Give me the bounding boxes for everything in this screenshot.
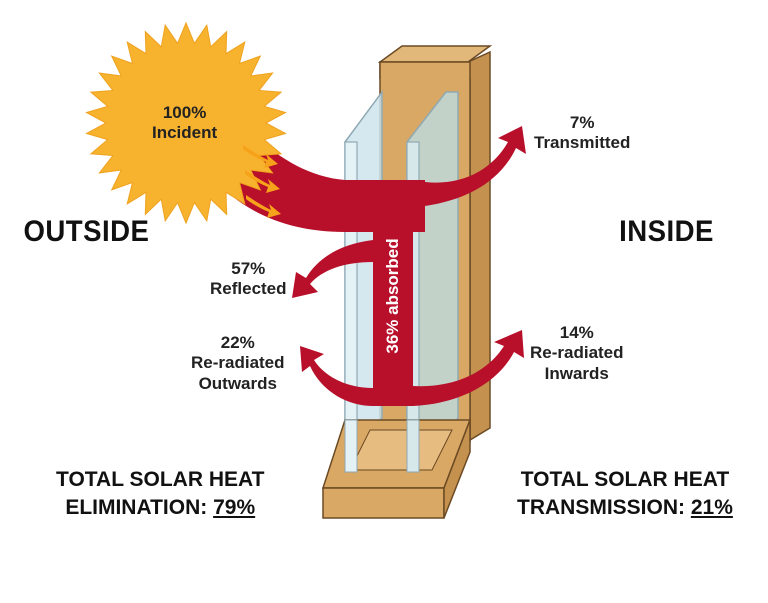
- glass-base-outer: [344, 419, 358, 473]
- total-transmission-label: TRANSMISSION:: [517, 496, 685, 520]
- transmitted-label: 7% Transmitted: [534, 113, 630, 154]
- transmitted-pct: 7%: [569, 113, 595, 132]
- outside-label: OUTSIDE: [23, 215, 150, 248]
- incident-arrows: [243, 145, 281, 218]
- total-transmission: TOTAL SOLAR HEAT TRANSMISSION: 21%: [517, 466, 733, 523]
- total-elimination-line2: ELIMINATION: 79%: [56, 494, 264, 522]
- incident-arrow-icon: [246, 195, 281, 218]
- glass-base-inner: [406, 419, 420, 473]
- reradiated-out-pct: 22%: [220, 333, 255, 352]
- total-transmission-line2: TRANSMISSION: 21%: [517, 494, 733, 522]
- reradiated-out-line1: Re-radiated: [191, 353, 285, 373]
- sill-inner: [349, 429, 453, 471]
- reradiated-out-label: 22% Re-radiated Outwards: [191, 333, 285, 394]
- sun-icon: [85, 21, 287, 225]
- reflected-label: 57% Reflected: [210, 259, 287, 300]
- total-elimination-value: 79%: [213, 496, 256, 520]
- total-elimination-label: ELIMINATION:: [65, 496, 208, 520]
- incident-label: 100% Incident: [152, 103, 217, 144]
- absorbed-column: [373, 180, 413, 406]
- reradiated-in-line2: Inwards: [544, 363, 609, 383]
- absorbed-label: 36% absorbed: [383, 238, 402, 354]
- incident-arrow-icon: [245, 170, 280, 193]
- reradiated-in-arrow: [413, 330, 524, 406]
- incident-arrow-icon: [243, 145, 278, 168]
- total-elimination-line1: TOTAL SOLAR HEAT: [56, 468, 265, 491]
- incident-text: Incident: [152, 123, 218, 143]
- reradiated-out-line2: Outwards: [198, 373, 277, 393]
- reflected-arrow: [292, 240, 373, 298]
- reradiated-out-arrow: [300, 346, 373, 406]
- sill-side: [443, 419, 471, 519]
- reflected-text: Reflected: [210, 279, 287, 299]
- transmitted-arrow: [425, 126, 526, 206]
- total-transmission-value: 21%: [690, 496, 733, 520]
- total-transmission-line1: TOTAL SOLAR HEAT: [520, 468, 730, 491]
- reradiated-in-pct: 14%: [559, 323, 594, 342]
- reflected-pct: 57%: [231, 259, 266, 278]
- reradiated-in-line1: Re-radiated: [530, 343, 624, 363]
- incident-pct: 100%: [162, 103, 207, 122]
- transmitted-text: Transmitted: [534, 133, 631, 153]
- reradiated-in-label: 14% Re-radiated Inwards: [530, 323, 624, 384]
- inside-label: INSIDE: [619, 215, 714, 248]
- total-elimination: TOTAL SOLAR HEAT ELIMINATION: 79%: [56, 466, 264, 523]
- sill-front: [322, 487, 445, 519]
